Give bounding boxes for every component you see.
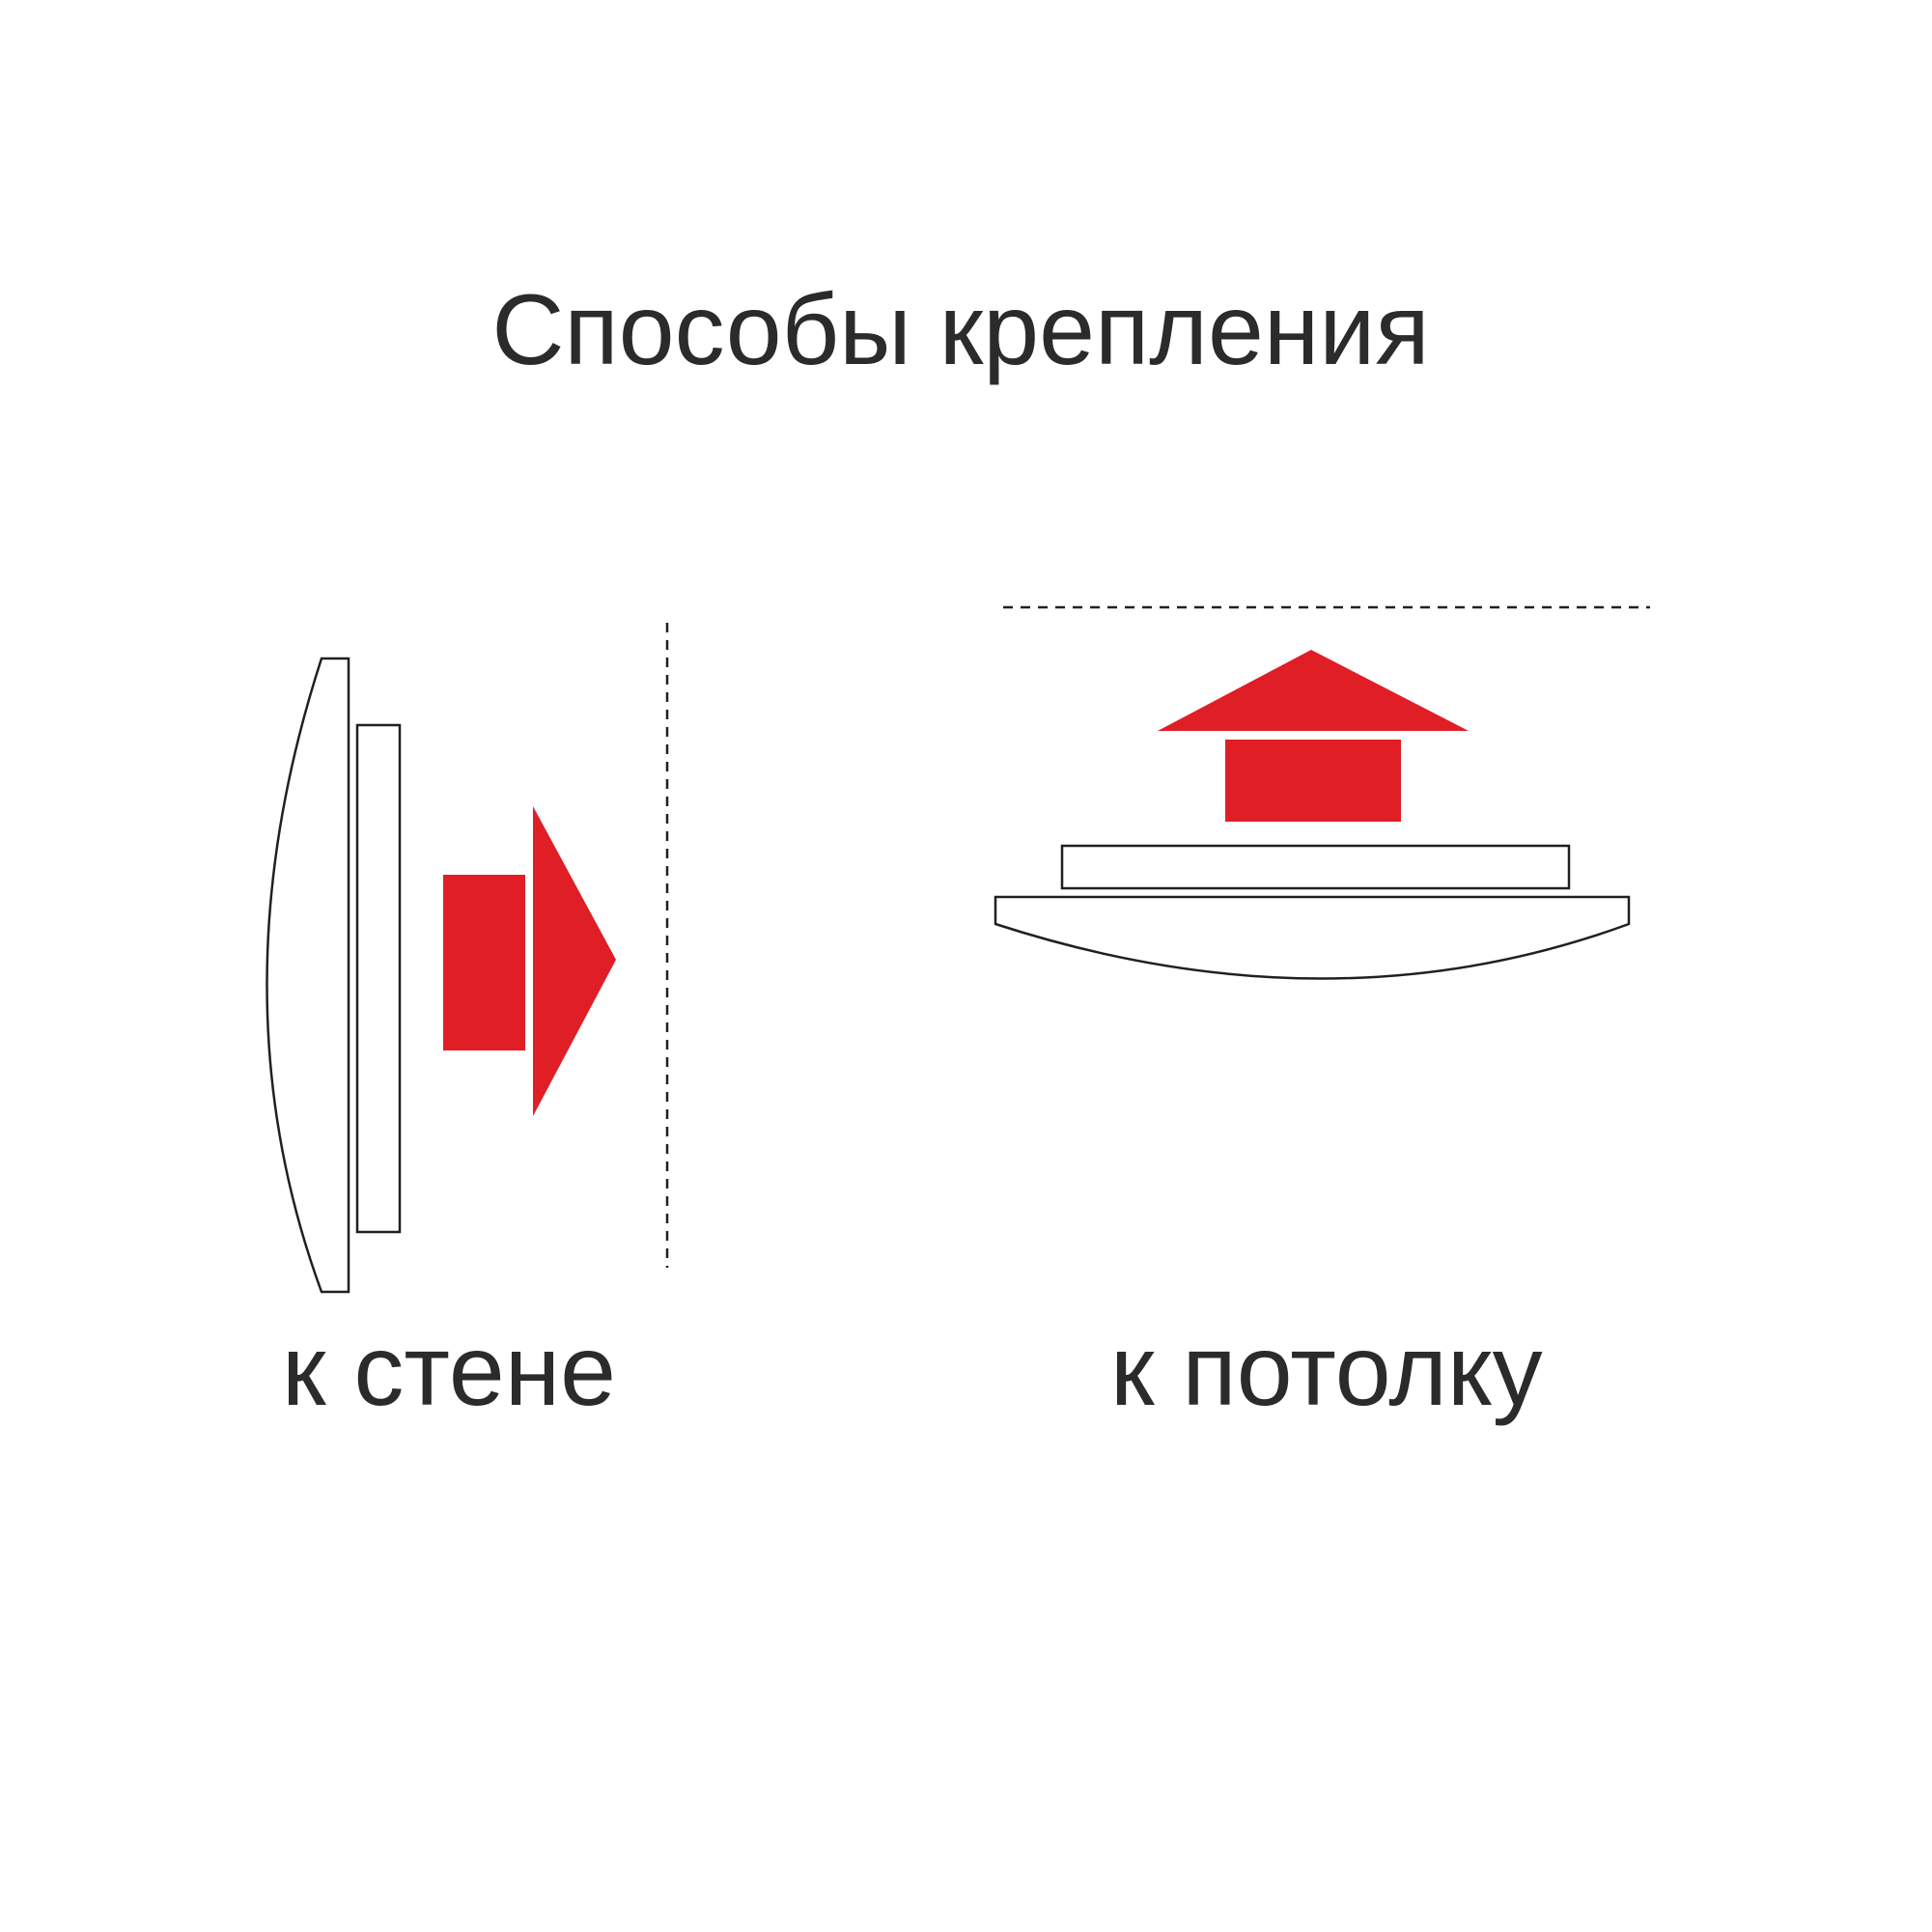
wall-mount-illustration [266,623,669,1294]
wall-mount-label: к стене [282,1315,616,1427]
mounting-base-top [1060,844,1571,890]
arrow-up-shaft [1225,740,1401,822]
ceiling-mount-label: к потолку [1110,1315,1543,1427]
mounting-base-side [355,723,402,1234]
arrow-right-shaft [443,875,525,1050]
arrow-right-head [533,806,616,1116]
lamp-cover-top [994,895,1631,980]
page-title: Способы крепления [491,274,1430,386]
lamp-cover-side [266,657,350,1294]
arrow-up-head [1158,650,1469,731]
ceiling-mount-illustration [994,605,1650,980]
